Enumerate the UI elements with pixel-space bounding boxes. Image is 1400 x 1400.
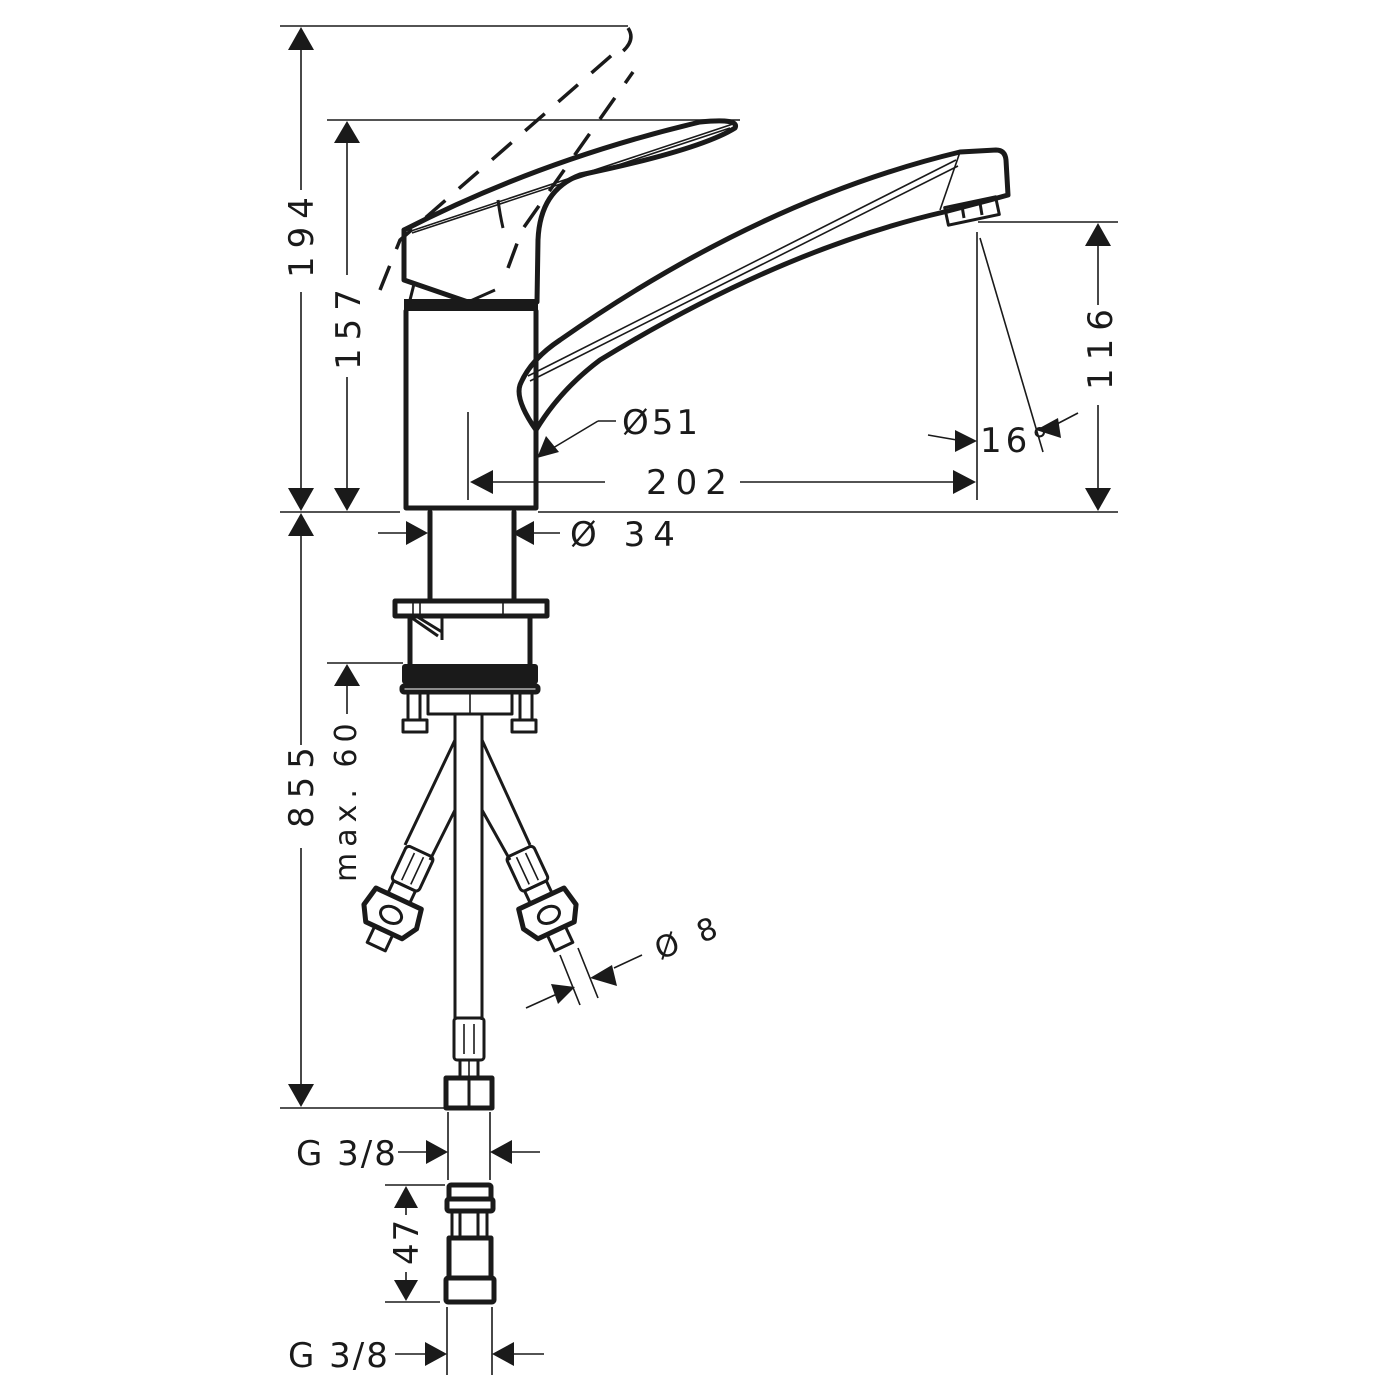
mounting-shank	[392, 509, 550, 734]
dimension-shank-diameter: Ø 34	[378, 515, 683, 555]
right-hose-fitting	[505, 844, 579, 953]
dimension-157-label: 157	[329, 281, 369, 370]
dimension-47-label: 47	[387, 1218, 427, 1265]
center-hose-fitting	[443, 1016, 495, 1111]
dimension-diameter-51-label: Ø51	[622, 403, 701, 443]
dimension-lever-height: 157	[329, 121, 369, 511]
dimension-total-height: 194	[282, 27, 322, 511]
thread-g38-top-label: G 3/8	[296, 1134, 398, 1174]
left-hose-fitting	[361, 844, 435, 953]
faucet-spout	[516, 147, 1011, 433]
dimension-spout-angle: 16°	[927, 412, 1079, 461]
dimension-max-60-label: max. 60	[329, 717, 364, 882]
dimension-max-countertop: max. 60	[329, 664, 364, 882]
dimension-hose-length: 855	[282, 513, 322, 1107]
faucet-body	[403, 299, 539, 511]
dimension-116-label: 116	[1081, 301, 1121, 390]
dimension-855-label: 855	[282, 739, 322, 828]
dimension-diameter-8-label: Ø 8	[650, 909, 728, 968]
supply-hoses	[403, 714, 532, 1020]
dimension-202-label: 202	[646, 463, 735, 503]
dimension-body-diameter: Ø51	[537, 403, 701, 458]
dimension-16-deg-label: 16°	[980, 421, 1052, 461]
thread-g38-bottom-label: G 3/8	[288, 1336, 390, 1376]
faucet-lever	[401, 118, 739, 305]
dimension-thread-bottom: G 3/8	[288, 1307, 544, 1376]
thread-adapter	[443, 1182, 497, 1305]
dimension-194-label: 194	[282, 189, 322, 278]
lever-raised-position-outline	[378, 27, 635, 291]
dimension-hose-diameter: Ø 8	[525, 909, 728, 1009]
dimension-reach: 202	[470, 463, 976, 503]
extension-lines	[280, 25, 1118, 1109]
dimension-thread-top: G 3/8	[296, 1112, 540, 1180]
dimension-diameter-34-label: Ø 34	[570, 515, 683, 555]
dimension-adapter-length: 47	[385, 1184, 445, 1303]
dimension-spout-height: 116	[1081, 223, 1121, 511]
